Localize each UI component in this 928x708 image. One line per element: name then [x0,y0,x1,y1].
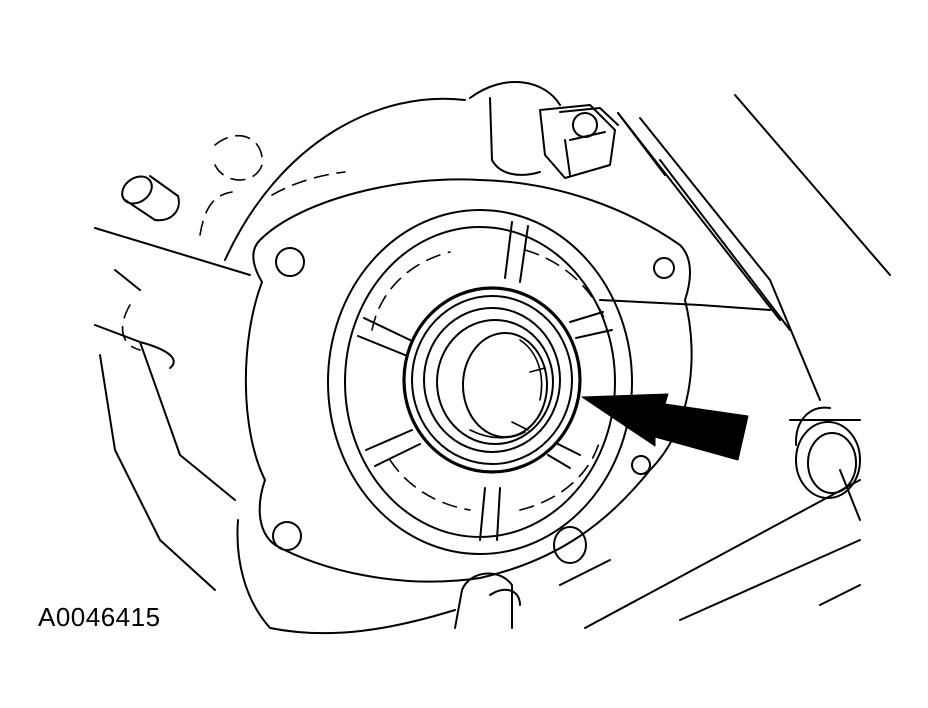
bottom-lug [454,572,521,629]
hidden-edge-lines [121,134,346,351]
right-boss [794,406,861,499]
retainer-plate [327,209,633,555]
oil-seal [402,286,582,474]
locating-pin [121,175,180,222]
hex-bolt [539,104,619,179]
indicator-arrow [581,393,749,461]
figure-id-label: A0046415 [38,602,161,632]
casing-outline [94,81,891,635]
mounting-flange [244,178,693,583]
